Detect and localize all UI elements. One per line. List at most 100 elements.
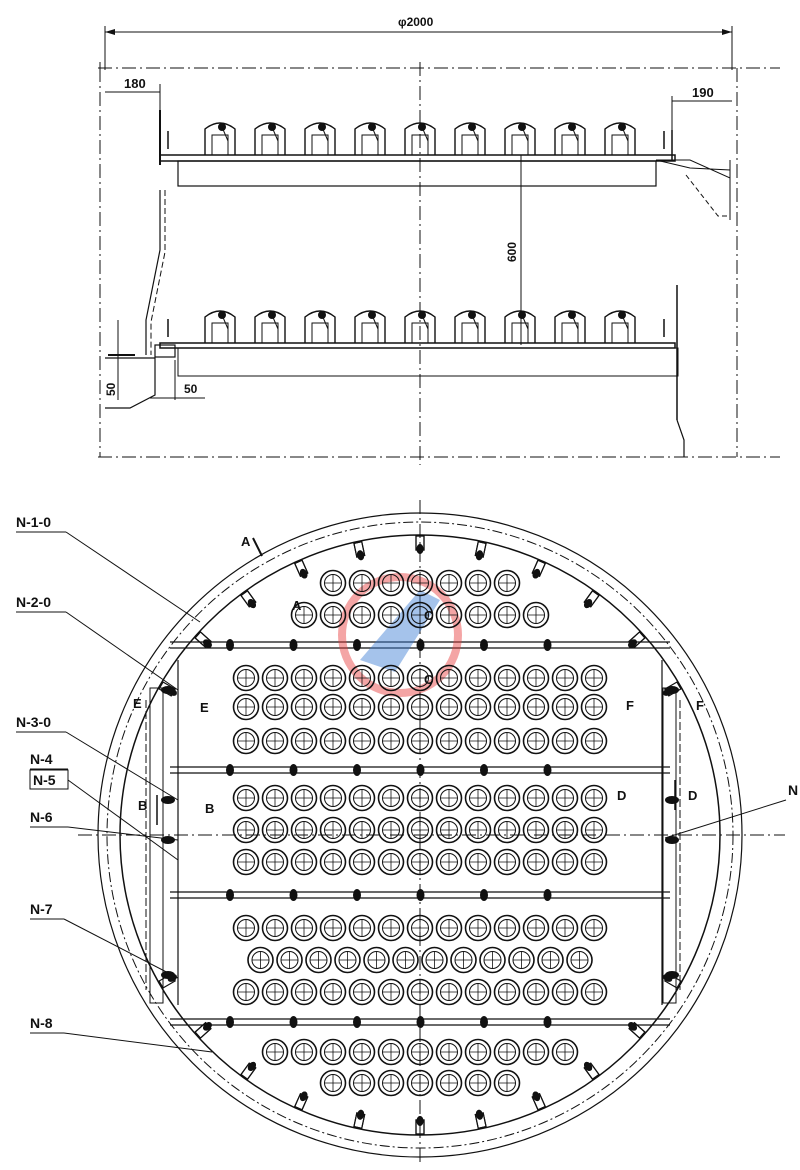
valve bbox=[406, 914, 434, 942]
valve bbox=[537, 946, 564, 974]
valve bbox=[522, 784, 550, 812]
valve bbox=[290, 848, 318, 876]
lower-tray bbox=[105, 310, 679, 409]
valve bbox=[493, 569, 521, 597]
valve-cage bbox=[504, 122, 536, 155]
left-offset-dimension: 180 bbox=[105, 76, 161, 155]
section-b-outer: B bbox=[138, 798, 147, 813]
valve bbox=[493, 1069, 521, 1097]
valve bbox=[377, 727, 405, 755]
valve bbox=[261, 693, 289, 721]
valve bbox=[464, 664, 492, 692]
valve bbox=[435, 816, 463, 844]
valve bbox=[261, 727, 289, 755]
rim-clip bbox=[415, 535, 425, 554]
panel-separator bbox=[170, 1016, 670, 1028]
valve bbox=[406, 569, 434, 597]
rim-clip bbox=[583, 1061, 600, 1081]
valve bbox=[319, 693, 347, 721]
valve bbox=[232, 848, 260, 876]
valve bbox=[551, 978, 579, 1006]
section-f-outer: F bbox=[696, 698, 704, 713]
valve bbox=[435, 727, 463, 755]
rim-clip bbox=[353, 1109, 366, 1130]
valve bbox=[435, 978, 463, 1006]
valve bbox=[464, 1038, 492, 1066]
valve bbox=[377, 664, 405, 692]
rim-clip bbox=[628, 631, 646, 649]
valve-cage bbox=[404, 122, 436, 155]
panel-separator bbox=[170, 639, 670, 651]
valve bbox=[551, 664, 579, 692]
panel-separators bbox=[161, 639, 679, 1028]
valve bbox=[580, 848, 608, 876]
valve bbox=[232, 816, 260, 844]
rim-clip bbox=[474, 1109, 487, 1130]
valve bbox=[464, 816, 492, 844]
valve bbox=[348, 1038, 376, 1066]
section-e-outer: E bbox=[133, 696, 142, 711]
valve bbox=[522, 601, 550, 629]
valve bbox=[319, 727, 347, 755]
section-c-mid: C bbox=[424, 672, 434, 687]
valve bbox=[348, 1069, 376, 1097]
valve bbox=[435, 601, 463, 629]
valve bbox=[232, 727, 260, 755]
rim-clip bbox=[583, 589, 600, 609]
valve bbox=[580, 914, 608, 942]
valve bbox=[261, 848, 289, 876]
callout-n3: N-3-0 bbox=[16, 714, 51, 730]
valve bbox=[261, 784, 289, 812]
valve bbox=[406, 727, 434, 755]
valve-cage bbox=[604, 310, 636, 343]
valve-cage bbox=[554, 122, 586, 155]
valve bbox=[464, 1069, 492, 1097]
valve bbox=[290, 978, 318, 1006]
valve bbox=[319, 914, 347, 942]
valve bbox=[435, 784, 463, 812]
valve bbox=[551, 816, 579, 844]
plan-view: A A C C E E F F B B D D N-1-0 N-2-0 N-3-… bbox=[16, 500, 798, 1165]
tray-spacing-label: 600 bbox=[505, 242, 519, 262]
valve bbox=[290, 664, 318, 692]
valve bbox=[377, 914, 405, 942]
valve-cage bbox=[404, 310, 436, 343]
valve bbox=[290, 601, 318, 629]
valve bbox=[551, 848, 579, 876]
valve bbox=[348, 784, 376, 812]
rim-clips bbox=[158, 535, 682, 1135]
section-a-inner: A bbox=[292, 598, 302, 613]
valve bbox=[348, 914, 376, 942]
valve bbox=[522, 978, 550, 1006]
valve bbox=[522, 848, 550, 876]
valve bbox=[319, 601, 347, 629]
valve bbox=[435, 569, 463, 597]
valve bbox=[464, 978, 492, 1006]
valve bbox=[406, 784, 434, 812]
valve-cage bbox=[504, 310, 536, 343]
valve bbox=[522, 914, 550, 942]
callout-n6: N-6 bbox=[30, 809, 53, 825]
section-d-inner: D bbox=[617, 788, 626, 803]
rim-clip bbox=[240, 589, 257, 609]
valve bbox=[464, 848, 492, 876]
callout-n2: N-2-0 bbox=[16, 594, 51, 610]
rim-clip bbox=[415, 1116, 425, 1135]
valve bbox=[493, 978, 521, 1006]
valve bbox=[551, 1038, 579, 1066]
panel-separator bbox=[170, 764, 670, 776]
valve bbox=[566, 946, 593, 974]
valve-cage bbox=[454, 122, 486, 155]
valve bbox=[377, 1038, 405, 1066]
section-b-inner: B bbox=[205, 801, 214, 816]
valve bbox=[377, 784, 405, 812]
valve bbox=[580, 816, 608, 844]
upper-valve-row bbox=[167, 122, 665, 155]
rim-clip bbox=[353, 540, 366, 561]
valve bbox=[522, 664, 550, 692]
valve bbox=[319, 664, 347, 692]
valve-grid bbox=[232, 569, 608, 1097]
valve-cage bbox=[254, 310, 286, 343]
vertical-gap-label: 50 bbox=[104, 382, 118, 396]
